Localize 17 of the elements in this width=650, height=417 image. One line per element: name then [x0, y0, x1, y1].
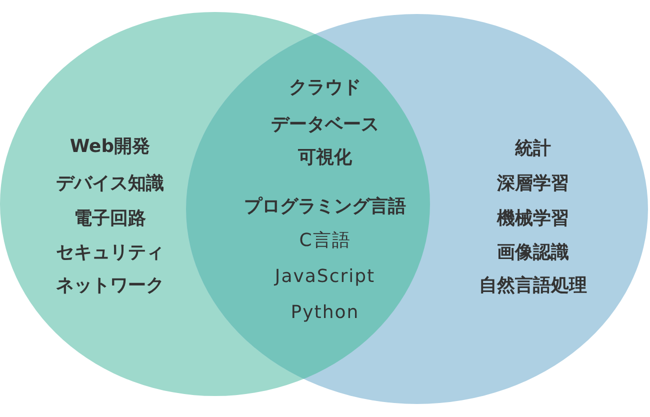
skill-label: 画像認識 — [497, 241, 569, 265]
skill-label: ネットワーク — [56, 274, 164, 298]
skill-label: 機械学習 — [497, 207, 569, 231]
skill-label: C言語 — [299, 229, 351, 253]
skill-label: JavaScript — [274, 265, 376, 289]
skill-label: 統計 — [515, 137, 551, 161]
skill-label: 電子回路 — [74, 207, 146, 231]
skill-label: 可視化 — [298, 146, 352, 170]
skill-label: Python — [290, 301, 360, 325]
skill-label: セキュリティ — [56, 241, 164, 265]
skill-label: Web開発 — [70, 135, 150, 159]
skill-label: 自然言語処理 — [479, 274, 587, 298]
skill-label: クラウド — [289, 76, 361, 100]
skill-label: 深層学習 — [497, 172, 569, 196]
skill-label: デバイス知識 — [56, 172, 164, 196]
category-heading: プログラミング言語 — [244, 195, 406, 219]
skill-label: データベース — [271, 113, 379, 137]
